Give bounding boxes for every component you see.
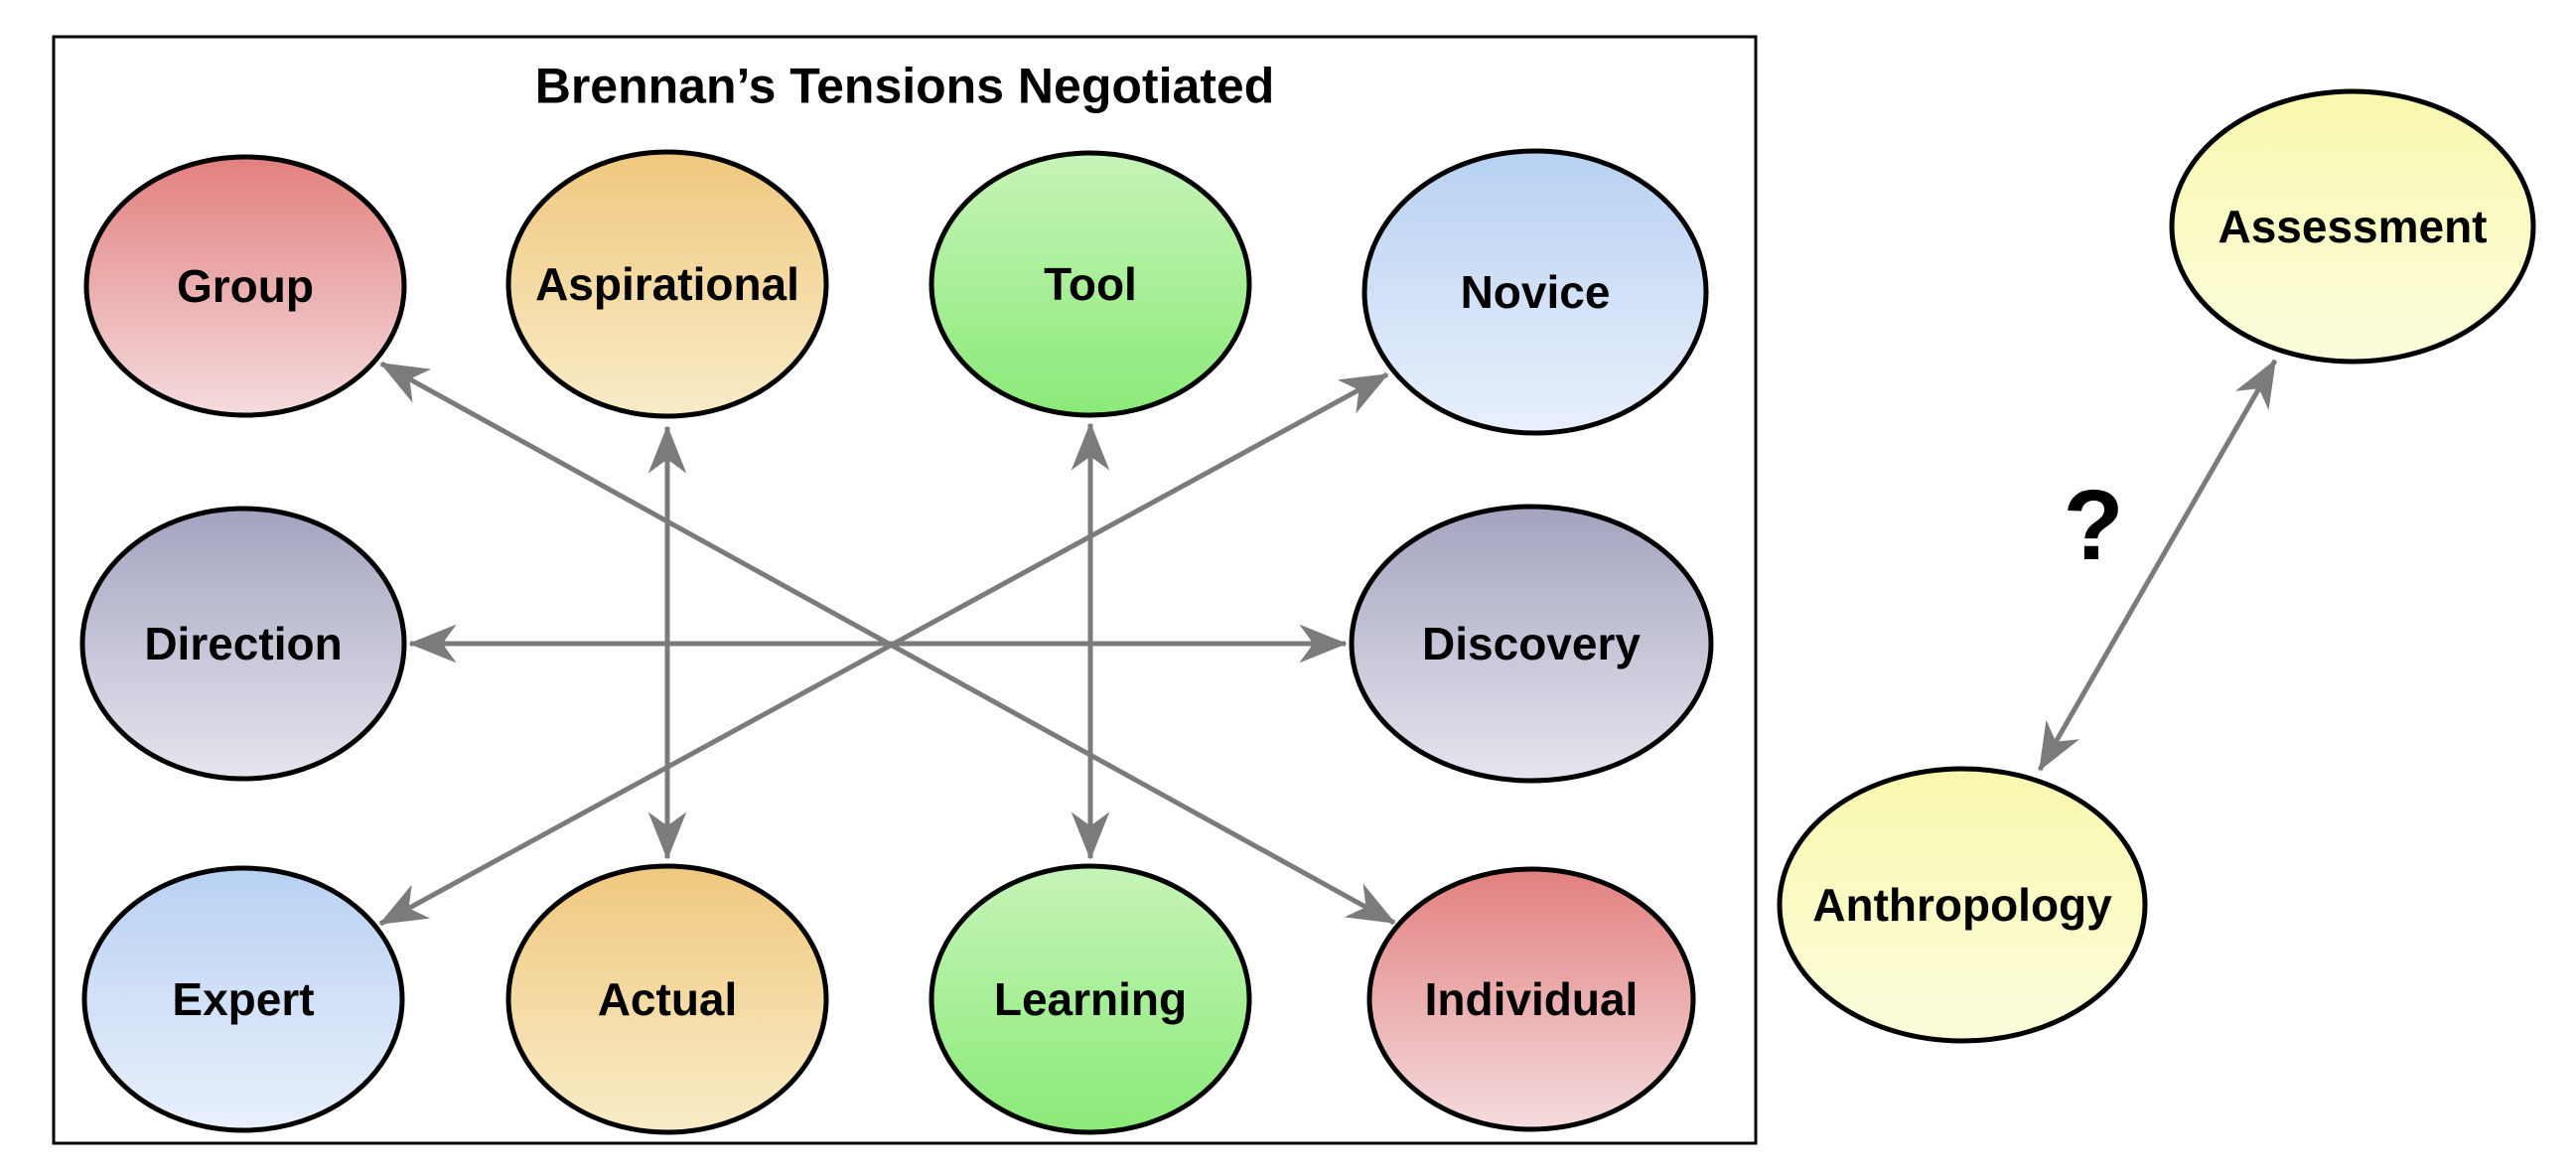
node-ellipse-tool bbox=[929, 150, 1252, 418]
connector-assessment-anthropology bbox=[2037, 359, 2278, 772]
node-direction: Direction bbox=[79, 506, 407, 782]
node-label-group: Group bbox=[177, 260, 314, 312]
node-label-assessment: Assessment bbox=[2218, 201, 2487, 252]
node-label-anthropology: Anthropology bbox=[1812, 879, 2112, 931]
node-label-novice: Novice bbox=[1461, 266, 1611, 318]
node-ellipse-novice bbox=[1361, 148, 1709, 436]
node-ellipse-group bbox=[83, 154, 407, 418]
node-ellipse-learning bbox=[929, 863, 1252, 1135]
node-ellipse-anthropology bbox=[1777, 766, 2148, 1044]
node-label-individual: Individual bbox=[1425, 973, 1639, 1025]
node-ellipse-discovery bbox=[1349, 504, 1714, 784]
node-aspirational: Aspirational bbox=[505, 149, 829, 419]
node-discovery: Discovery bbox=[1349, 504, 1714, 784]
node-tool: Tool bbox=[929, 150, 1252, 418]
node-label-actual: Actual bbox=[598, 973, 738, 1025]
node-label-learning: Learning bbox=[994, 973, 1187, 1025]
tensions-frame bbox=[52, 35, 1758, 1145]
node-individual: Individual bbox=[1366, 866, 1696, 1132]
node-actual: Actual bbox=[505, 863, 829, 1135]
node-label-expert: Expert bbox=[172, 973, 314, 1025]
node-ellipse-actual bbox=[505, 863, 829, 1135]
node-ellipse-individual bbox=[1366, 866, 1696, 1132]
node-expert: Expert bbox=[81, 865, 405, 1133]
node-assessment: Assessment bbox=[2169, 88, 2536, 365]
node-ellipse-direction bbox=[79, 506, 407, 782]
node-label-discovery: Discovery bbox=[1422, 618, 1641, 669]
node-ellipse-expert bbox=[81, 865, 405, 1133]
node-ellipse-aspirational bbox=[505, 149, 829, 419]
node-learning: Learning bbox=[929, 863, 1252, 1135]
node-label-direction: Direction bbox=[144, 618, 342, 669]
node-ellipse-assessment bbox=[2169, 88, 2536, 365]
node-group: Group bbox=[83, 154, 407, 418]
node-label-aspirational: Aspirational bbox=[535, 258, 799, 310]
node-novice: Novice bbox=[1361, 148, 1709, 436]
connector-expert-novice bbox=[378, 371, 1389, 927]
node-anthropology: Anthropology bbox=[1777, 766, 2148, 1044]
node-label-tool: Tool bbox=[1044, 258, 1137, 310]
diagram-title: Brennan’s Tensions Negotiated bbox=[535, 59, 1275, 114]
question-mark-annotation: ? bbox=[2063, 470, 2123, 581]
